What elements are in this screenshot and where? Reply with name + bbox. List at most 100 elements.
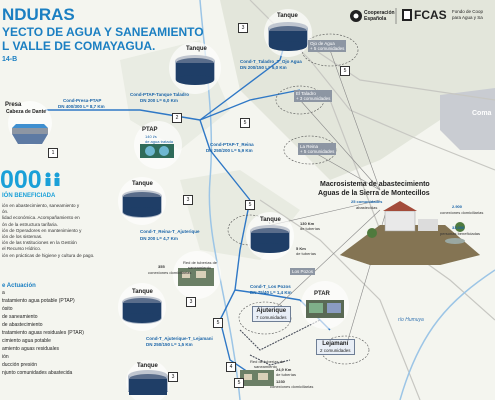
sewer-network-1-connections-label: conexiones domiciliarias bbox=[148, 270, 192, 275]
community-badge-count: 2 comunidades bbox=[320, 347, 351, 353]
macrosistema-comunidades: 25 comunidades bbox=[351, 199, 383, 204]
legend-item: de abastecimiento bbox=[2, 322, 43, 328]
macrosistema-personas-label: personas beneficiadas bbox=[440, 231, 481, 236]
conduction-ptap-reina-name: Cond-PTAP-T_Reina bbox=[210, 142, 254, 147]
project-subtitle-1: YECTO DE AGUA Y SANEAMIENTO bbox=[2, 25, 204, 39]
population-value: 000 bbox=[0, 166, 42, 194]
conduction-ptap-taladro-name: Cond-PTAP-Tanque Taladro bbox=[130, 92, 189, 97]
tank-label-lospozos: Tanque bbox=[260, 217, 281, 223]
description-line: lidad económica. Acompañamiento en bbox=[2, 215, 80, 221]
community-name: Ojo de Agua bbox=[310, 41, 335, 46]
tank-label-reina: Tanque bbox=[132, 181, 153, 187]
sewer-network-2-connections: 1230 bbox=[276, 379, 285, 384]
project-subtitle-2: L VALLE DE COMAYAGUA. bbox=[2, 39, 156, 53]
cooperacion-line1: Cooperación bbox=[364, 10, 395, 16]
legend-item: a bbox=[2, 290, 5, 296]
community-count: + 3 comunidades bbox=[296, 96, 331, 102]
section-number: 4 bbox=[226, 362, 236, 372]
macrosistema-conexiones: 2.900 bbox=[452, 204, 463, 209]
sewer-network-1-connections: 355 bbox=[158, 264, 165, 269]
description-line: ión en abastecimiento, saneamiento y bbox=[2, 203, 80, 208]
conduction-presa-ptap-spec: DN 400/300 L= 8,7 Km bbox=[58, 104, 105, 109]
legend-item: ión bbox=[2, 354, 9, 360]
legend-item: njunto comunidades abastecida bbox=[2, 370, 73, 376]
legend-item: ósito bbox=[2, 306, 13, 312]
ptap-plant-icon bbox=[140, 144, 174, 158]
presa-name: Cabeza de Dante bbox=[6, 109, 47, 115]
sewer-network-1-title: Red de tuberías de bbox=[183, 260, 218, 265]
sewer-network-icon-1 bbox=[178, 268, 214, 286]
community-badge-lejamani: Lejamaní 2 comunidades bbox=[316, 339, 355, 356]
description-line: ón. bbox=[2, 209, 9, 215]
community-ojo-de-agua: Ojo de Agua + 5 comunidades bbox=[308, 40, 347, 53]
cooperacion-line2: Española bbox=[364, 16, 387, 22]
ptar-plant-icon bbox=[306, 300, 344, 318]
people-icon bbox=[45, 172, 60, 186]
tank-bodies bbox=[123, 26, 307, 395]
tank-km-2-label: de tuberías bbox=[296, 251, 317, 256]
tank-label-taladro: Tanque bbox=[277, 13, 298, 19]
sewer-network-icon-2 bbox=[240, 370, 274, 386]
community-los-pozos: Los Pozos bbox=[290, 268, 316, 276]
ptap-flow-label: de agua tratada bbox=[145, 139, 174, 144]
description-line: ión de Operadores en mantenimiento y bbox=[2, 227, 82, 233]
description-block: ión en abastecimiento, saneamiento y ón.… bbox=[2, 203, 95, 260]
cooperacion-logo-mark bbox=[350, 10, 362, 22]
conduction-ptap-taladro-spec: DN 200 L= 6,0 Km bbox=[140, 98, 178, 103]
sewer-network-2-km-label: de tuberías bbox=[276, 372, 297, 377]
description-line: ión de los sistemas. bbox=[2, 233, 43, 239]
fcas-logo-mark bbox=[402, 9, 412, 21]
legend-item: ducción presión bbox=[2, 362, 38, 368]
conduction-ajuterique-lejamani-name: Cond-T_Ajuterique-T_Lejamani bbox=[146, 336, 213, 341]
sewer-network-2-connections-label: conexiones domiciliarias bbox=[270, 384, 314, 389]
legend-item: cimiento agua potable bbox=[2, 338, 51, 344]
sanitation-pipelines bbox=[239, 319, 321, 366]
community-badge-name: Lejamaní bbox=[322, 341, 349, 347]
macrosistema-comunidades-label: abastecidas bbox=[356, 205, 378, 210]
community-la-reina: La Reina + 5 comunidades bbox=[298, 143, 337, 156]
tank-label-presa-route: Tanque bbox=[186, 46, 207, 52]
tank-km-2: 5 Km bbox=[296, 246, 306, 251]
section-number: 5 bbox=[234, 378, 244, 388]
legend-item: tratamiento agua potable (PTAP) bbox=[2, 298, 75, 304]
section-number: 5 bbox=[240, 118, 250, 128]
section-number: 1 bbox=[48, 148, 58, 158]
legend-title: e Actuación bbox=[2, 283, 36, 289]
conduction-taladro-ojoagua-name: Cond-T_Taladro_T_Ojo Agua bbox=[240, 59, 302, 64]
description-line: ón de la estructura tarifaria. bbox=[2, 221, 58, 227]
community-el-taladro: El Taladro + 3 comunidades bbox=[294, 90, 333, 103]
community-name: La Reina bbox=[300, 144, 319, 149]
conduction-taladro-ojoagua-spec: DN 200/150 L= 5,0 Km bbox=[240, 65, 287, 70]
tank-km-1: 130 Km bbox=[300, 221, 315, 226]
description-line: ión de las Instituciones en la Gestión bbox=[2, 240, 77, 246]
project-title: NDURAS bbox=[2, 5, 75, 24]
macrosistema-personas: 33.000 bbox=[452, 225, 465, 230]
ptap-flow-value: 140 l/s bbox=[145, 134, 157, 139]
description-line: ión en prácticas de higiene y cultura de… bbox=[2, 252, 95, 258]
macrosistema-title-line1: Macrosistema de abastecimiento bbox=[320, 181, 430, 188]
community-count: + 5 comunidades bbox=[310, 46, 345, 52]
sewer-network-2-km: 24,9 Km bbox=[276, 367, 292, 372]
section-number: 2 bbox=[172, 113, 182, 123]
tank-label-lejamani: Tanque bbox=[137, 363, 158, 369]
river-label: río Humuya bbox=[398, 317, 424, 323]
community-badge-name: Ajuterique bbox=[256, 308, 287, 314]
macrosistema-title-line2: Aguas de la Sierra de Montecillos bbox=[318, 190, 430, 197]
conduction-reina-ajuterique-spec: DN 200 L= 4,7 Km bbox=[140, 236, 178, 241]
river-humuya bbox=[399, 269, 495, 400]
section-number: 3 bbox=[238, 23, 248, 33]
macrosistema-illustration bbox=[340, 201, 480, 265]
section-number: 5 bbox=[340, 66, 350, 76]
city-area bbox=[440, 88, 495, 150]
ptap-label: PTAP bbox=[142, 127, 158, 133]
sewer-network-1-subtitle: saneamiento bbox=[188, 265, 211, 270]
macrosistema-conexiones-label: conexiones domiciliarias bbox=[440, 210, 484, 215]
section-number: 3 bbox=[168, 372, 178, 382]
section-number: 5 bbox=[245, 200, 255, 210]
fcas-brand: FCAS bbox=[414, 8, 447, 22]
dam-icon bbox=[12, 124, 48, 144]
community-name: Los Pozos bbox=[292, 269, 314, 274]
city-label: Coma bbox=[472, 110, 492, 117]
community-name: El Taladro bbox=[296, 91, 316, 96]
